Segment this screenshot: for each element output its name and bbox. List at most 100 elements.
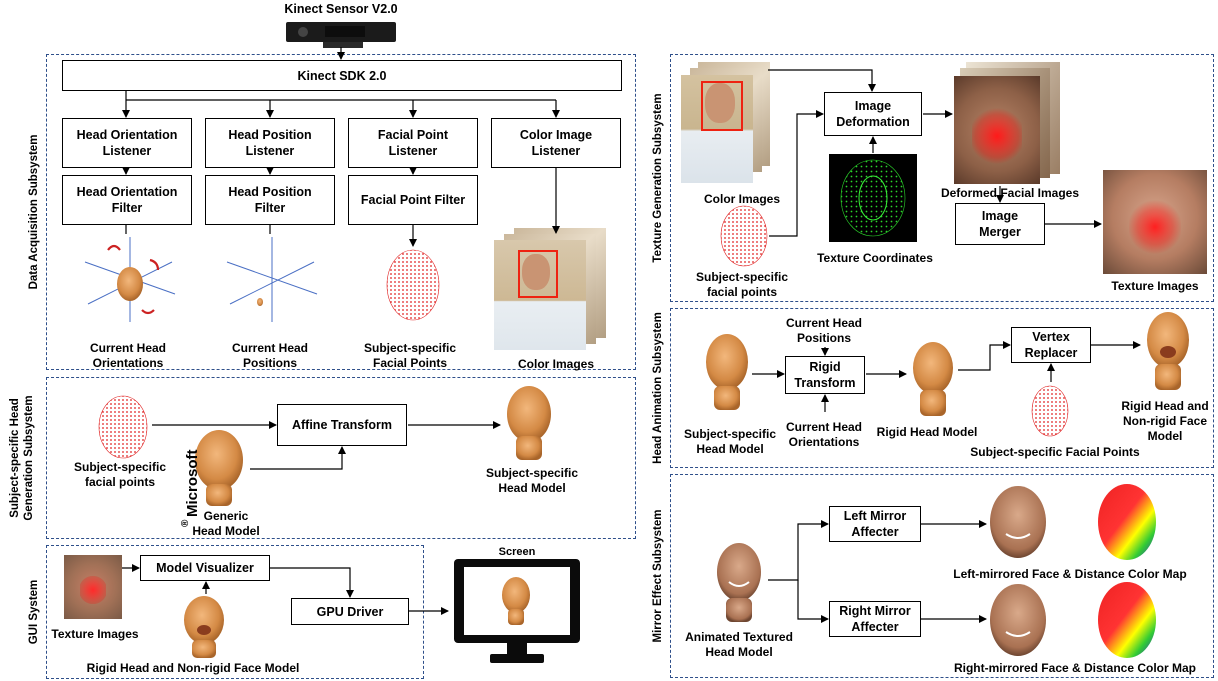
facial-point-filter-label: Facial Point Filter [360, 193, 466, 207]
vertex-replacer-box: Vertex Replacer [1011, 327, 1091, 363]
animation-frame [670, 308, 1214, 468]
facial-point-listener-label: Facial Point Listener [377, 128, 449, 158]
right-mirrored-face-icon [990, 584, 1046, 656]
output-facial-points: Subject-specific Facial Points [364, 341, 456, 371]
right-mirror-affecter-box: Right Mirror Affecter [829, 601, 921, 637]
vertex-replacer-label: Vertex Replacer [1024, 330, 1078, 360]
left-mirror-affecter-box: Left Mirror Affecter [829, 506, 921, 542]
gui-model-label: Rigid Head and Non-rigid Face Model [86, 661, 300, 675]
image-merger-label: Image Merger [979, 209, 1021, 239]
generic-head-text: Generic Head Model [192, 509, 260, 538]
mirror-input-label: Animated Textured Head Model [685, 630, 793, 660]
output-facial-points-label: Subject-specific Facial Points [363, 341, 457, 370]
tex-facial-points-icon [720, 205, 768, 267]
color-image-listener-label: Color Image Listener [519, 128, 593, 158]
anim-output-text: Rigid Head and Non-rigid Face Model [1121, 399, 1209, 443]
facial-points-icon [386, 249, 440, 321]
rigid-transform-box: Rigid Transform [785, 356, 865, 394]
tex-subject-face [705, 83, 735, 123]
output-head-positions-label: Current Head Positions [231, 341, 309, 370]
gui-texture-image [64, 555, 122, 619]
rigid-transform-label: Rigid Transform [794, 360, 856, 390]
generic-head-label: Generic Head Model [192, 509, 259, 539]
headgen-input-label: Subject-specific facial points [74, 460, 166, 490]
tex-output-label: Texture Images [1111, 279, 1199, 293]
headgen-title: Subject-specific Head Generation Subsyst… [8, 395, 36, 520]
tex-face-bounding-box [701, 81, 743, 131]
anim-orientations-text: Current Head Orientations [785, 420, 863, 449]
image-merger-box: Image Merger [955, 203, 1045, 245]
generic-head-icon [195, 430, 243, 506]
headgen-facial-points-icon [98, 395, 148, 459]
facial-point-filter: Facial Point Filter [348, 175, 478, 225]
affine-transform-box: Affine Transform [277, 404, 407, 446]
image-deformation-box: Image Deformation [824, 92, 922, 136]
headgen-input-text: Subject-specific facial points [73, 460, 167, 489]
headgen-output-text: Subject-specific Head Model [485, 466, 579, 495]
texture-frame [670, 54, 1214, 302]
anim-points-label: Subject-specific Facial Points [970, 445, 1140, 459]
texture-title: Texture Generation Subsystem [652, 93, 664, 263]
deformed-image-front [954, 76, 1040, 184]
color-image-listener: Color Image Listener [491, 118, 621, 168]
anim-output-label: Rigid Head and Non-rigid Face Model [1121, 399, 1208, 444]
left-mirror-affecter-label: Left Mirror Affecter [843, 509, 907, 539]
head-orientation-filter: Head Orientation Filter [62, 175, 192, 225]
kinect-sensor-icon [286, 22, 396, 48]
screen-label: Screen [498, 546, 536, 558]
headgen-frame [46, 377, 636, 539]
gui-title: GUI System [28, 579, 40, 645]
mirror-input-head-icon [717, 543, 761, 622]
subject-face [522, 254, 550, 290]
facial-point-listener: Facial Point Listener [348, 118, 478, 168]
head-orientation-listener-label: Head Orientation Listener [76, 128, 178, 158]
head-orientation-axes-icon [84, 237, 176, 322]
anim-input-label: Subject-specific Head Model [684, 427, 776, 457]
anim-positions-text: Current Head Positions [785, 316, 863, 345]
left-mirror-output-label: Left-mirrored Face & Distance Color Map [953, 567, 1187, 581]
anim-positions-label: Current Head Positions [786, 316, 862, 346]
tex-color-image-front [681, 75, 753, 183]
tex-coords-label: Texture Coordinates [817, 251, 933, 265]
gui-texture-points [80, 575, 106, 605]
anim-input-head-icon [706, 334, 748, 410]
right-mirror-output-label: Right-mirrored Face & Distance Color Map [953, 661, 1197, 675]
head-position-filter: Head Position Filter [205, 175, 335, 225]
mirror-input-text: Animated Textured Head Model [685, 630, 793, 659]
left-mirrored-face-icon [990, 486, 1046, 558]
output-head-orientations: Current Head Orientations [90, 341, 166, 371]
screen-monitor-icon [454, 559, 580, 663]
microsoft-brand-mark: ® [180, 519, 191, 527]
microsoft-brand-text: Microsoft [184, 449, 201, 518]
animation-title: Head Animation Subsystem [652, 312, 664, 464]
headgen-title-text: Subject-specific Head Generation Subsyst… [9, 395, 35, 521]
mirror-frame [670, 474, 1214, 678]
head-orientation-filter-label: Head Orientation Filter [76, 185, 178, 215]
sensor-label: Kinect Sensor V2.0 [284, 2, 398, 16]
anim-facial-points-icon [1031, 385, 1069, 437]
tex-points-label: Subject-specific facial points [696, 270, 788, 300]
anim-orientations-label: Current Head Orientations [786, 420, 862, 450]
mirror-title: Mirror Effect Subsystem [652, 509, 664, 643]
acquisition-title: Data Acquisition Subsystem [28, 134, 40, 290]
texture-coordinates-icon [829, 154, 917, 242]
tex-points-text: Subject-specific facial points [695, 270, 789, 299]
gpu-driver-box: GPU Driver [291, 598, 409, 625]
left-distance-map-icon [1098, 484, 1156, 560]
anim-input-text: Subject-specific Head Model [683, 427, 777, 456]
right-distance-map-icon [1098, 582, 1156, 658]
anim-output-head-icon [1147, 312, 1189, 390]
head-orientation-listener: Head Orientation Listener [62, 118, 192, 168]
deformed-points [972, 106, 1022, 166]
kinect-sdk-box: Kinect SDK 2.0 [62, 60, 622, 91]
model-visualizer-box: Model Visualizer [140, 555, 270, 581]
color-image-front [494, 240, 586, 350]
subject-head-model-icon [507, 386, 551, 460]
gui-texture-label: Texture Images [51, 627, 139, 641]
face-bounding-box [518, 250, 558, 298]
tex-output-image [1103, 170, 1207, 274]
head-position-listener-label: Head Position Listener [228, 128, 312, 158]
head-position-axes-icon [226, 237, 318, 322]
gui-frame [46, 545, 424, 679]
head-position-listener: Head Position Listener [205, 118, 335, 168]
